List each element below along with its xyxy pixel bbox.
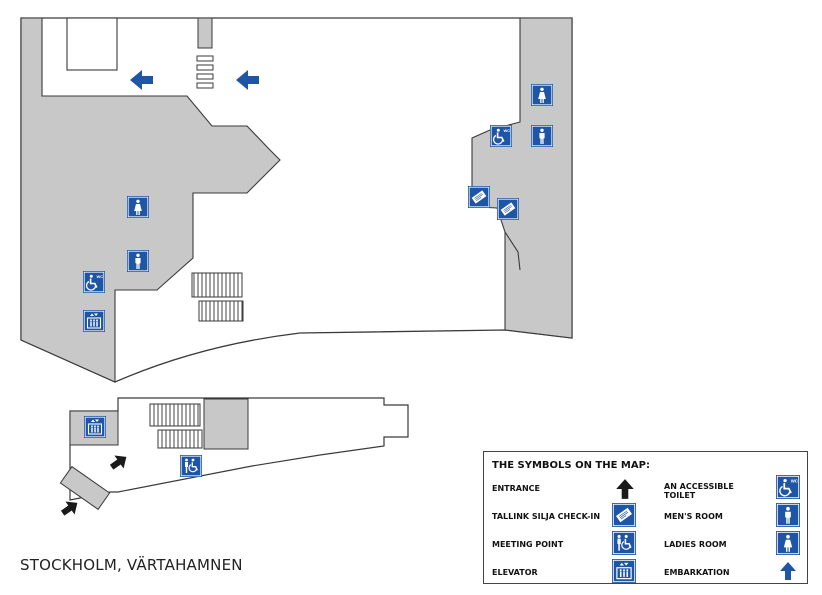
legend-title: THE SYMBOLS ON THE MAP:: [492, 460, 650, 471]
check-in-icon[interactable]: [497, 198, 519, 220]
escalator: [149, 403, 201, 427]
mens-room-icon[interactable]: [531, 125, 553, 147]
legend-label-embarkation: EMBARKATION: [664, 568, 730, 577]
legend-label-elevator: ELEVATOR: [492, 568, 538, 577]
escalator: [157, 429, 203, 449]
elevator-icon[interactable]: [83, 310, 105, 332]
escalator: [198, 300, 244, 322]
embarkation-arrow-icon: [236, 70, 259, 90]
legend-label-mens-room: MEN'S ROOM: [664, 512, 723, 521]
ladies-room-icon[interactable]: [127, 196, 149, 218]
escalator: [191, 272, 243, 298]
lower-terminal-floor: [59, 397, 409, 511]
embarkation-arrow-icon: [780, 562, 796, 580]
mens-room-icon: [776, 503, 800, 527]
meeting-point-icon[interactable]: [180, 455, 202, 477]
legend-label-accessible-toilet: AN ACCESSIBLE TOILET: [664, 482, 734, 500]
accessible-toilet-icon[interactable]: [490, 125, 512, 147]
ladies-room-icon[interactable]: [531, 84, 553, 106]
check-in-icon[interactable]: [468, 186, 490, 208]
entrance-arrow-icon: [616, 479, 634, 499]
meeting-point-icon: [612, 531, 636, 555]
elevator-icon[interactable]: [84, 416, 106, 438]
map-caption: STOCKHOLM, VÄRTAHAMNEN: [20, 556, 243, 574]
mens-room-icon[interactable]: [127, 250, 149, 272]
ladies-room-icon: [776, 531, 800, 555]
upper-terminal-floor: [20, 17, 573, 383]
accessible-toilet-icon: [776, 475, 800, 499]
accessible-toilet-icon[interactable]: [83, 271, 105, 293]
entrance-vestibule: [59, 465, 111, 511]
map-legend: THE SYMBOLS ON THE MAP: ENTRANCE TALLINK…: [483, 451, 808, 584]
legend-label-meeting-point: MEETING POINT: [492, 540, 564, 549]
legend-label-check-in: TALLINK SILJA CHECK-IN: [492, 512, 601, 521]
embarkation-arrow-icon: [130, 70, 153, 90]
check-in-icon: [612, 503, 636, 527]
elevator-icon: [612, 559, 636, 583]
legend-label-entrance: ENTRANCE: [492, 484, 540, 493]
legend-label-ladies-room: LADIES ROOM: [664, 540, 727, 549]
